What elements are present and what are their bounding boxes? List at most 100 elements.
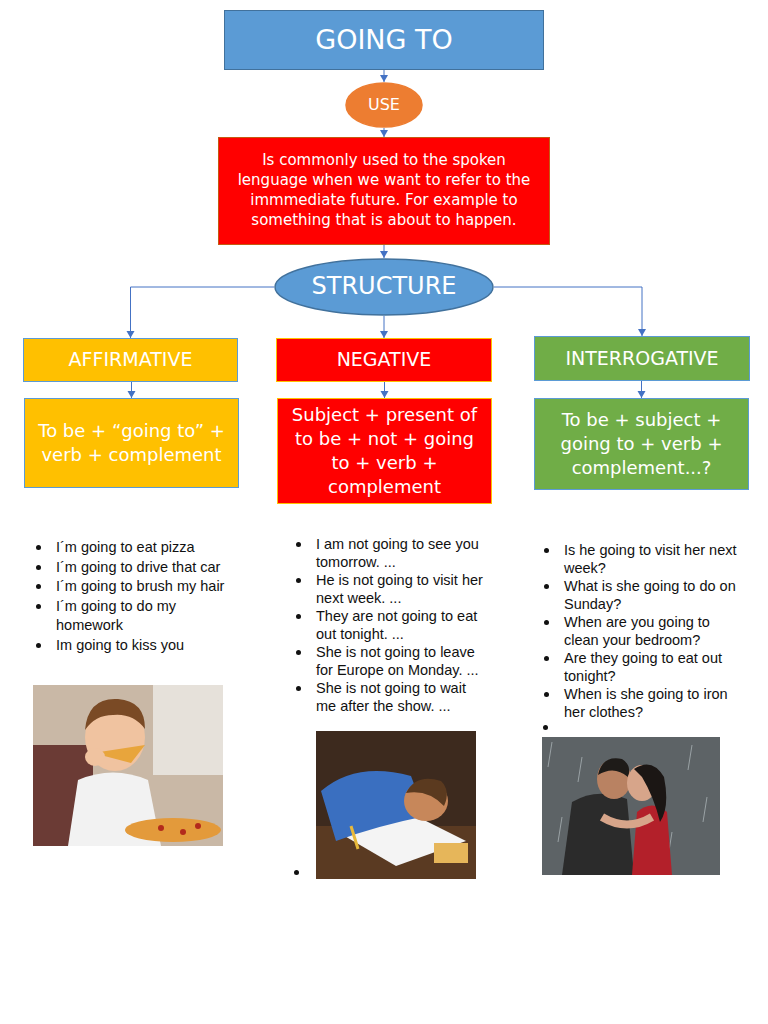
connector-line	[131, 382, 132, 398]
example-sentence: I´m going to brush my hair	[35, 577, 230, 597]
example-sentence: Are they going to eat out tonight?	[543, 649, 743, 685]
connector-arrow	[127, 287, 275, 338]
example-list: I am not going to see you tomorrow. ...H…	[295, 535, 485, 715]
connector-arrow	[494, 287, 646, 336]
example-sentence: She is not going to leave for Europe on …	[295, 643, 485, 679]
node-text: INTERROGATIVE	[565, 346, 718, 371]
photo-background	[542, 737, 720, 875]
use-ellipse: USE	[345, 82, 423, 128]
example-sentence: I am not going to see you tomorrow. ...	[295, 535, 485, 571]
kiss-photo	[542, 737, 720, 875]
photo-background	[33, 685, 223, 846]
arrow-head	[380, 251, 388, 258]
example-sentence: Im going to kiss you	[35, 636, 230, 656]
pizza-photo	[33, 685, 223, 846]
example-sentence: I´m going to drive that car	[35, 558, 230, 578]
heading-box: INTERROGATIVE	[534, 336, 750, 381]
node-text: STRUCTURE	[312, 271, 457, 303]
folder	[434, 843, 468, 863]
connector-line	[384, 70, 385, 82]
node-text: To be + “going to” + verb + complement	[35, 419, 228, 467]
connector-arrow	[381, 382, 389, 398]
connector-line	[384, 316, 385, 338]
title-box: GOING TO	[224, 10, 544, 70]
woman-dress	[632, 806, 672, 876]
connector-line	[384, 128, 385, 137]
example-sentence: She is not going to wait me after the sh…	[295, 679, 485, 715]
node-text: Subject + present of to be + not + going…	[288, 403, 481, 499]
man-body	[562, 794, 634, 875]
example-sentence: Is he going to visit her next week?	[543, 541, 743, 577]
hand	[85, 748, 105, 766]
example-sentence: When are you going to clean your bedroom…	[543, 613, 743, 649]
arrow-head	[380, 130, 388, 137]
man-hair	[598, 758, 629, 777]
connector-line	[384, 245, 385, 258]
heading-box: NEGATIVE	[276, 338, 492, 382]
example-sentence: He is not going to visit her next week. …	[295, 571, 485, 607]
pizza	[125, 818, 221, 842]
example-sentence: When is she going to iron her clothes?	[543, 685, 743, 721]
text-group: To be + “going to” + verb + complement	[25, 415, 238, 471]
hair	[406, 779, 447, 806]
ellipse-shape	[275, 259, 493, 315]
arrow-head	[381, 391, 389, 398]
example-sentence: They are not going to eat out tonight. .…	[295, 607, 485, 643]
pencil	[351, 826, 358, 849]
connector-line	[494, 287, 642, 336]
structure-box: Subject + present of to be + not + going…	[277, 398, 492, 504]
heading-box: AFFIRMATIVE	[23, 338, 238, 382]
node-text: To be + subject + going to + verb + comp…	[545, 408, 738, 480]
node-text: GOING TO	[315, 22, 453, 58]
connector-arrow	[380, 245, 388, 258]
text-group: INTERROGATIVE	[555, 342, 728, 375]
node-text: NEGATIVE	[337, 347, 432, 372]
node-text: AFFIRMATIVE	[69, 347, 193, 372]
woman-hair	[634, 765, 666, 823]
homework-photo	[316, 731, 476, 879]
text-group: Subject + present of to be + not + going…	[278, 399, 491, 503]
structure-ellipse: STRUCTURE	[274, 258, 494, 316]
text-group: GOING TO	[305, 18, 463, 62]
node-text: USE	[368, 94, 400, 115]
arrow-head	[380, 331, 388, 338]
hair	[85, 699, 145, 730]
example-sentence: What is she going to do on Sunday?	[543, 577, 743, 613]
text-group: STRUCTURE	[302, 267, 467, 307]
text-group: AFFIRMATIVE	[59, 343, 203, 376]
topping	[195, 823, 201, 829]
topping	[158, 825, 164, 831]
connector-arrow	[128, 382, 136, 398]
text-group: USE	[358, 90, 410, 119]
example-sentence: I´m going to eat pizza	[35, 538, 230, 558]
text-group: Is commonly used to the spoken lenguage …	[219, 147, 549, 235]
description-box: Is commonly used to the spoken lenguage …	[218, 137, 550, 245]
node-text: Is commonly used to the spoken lenguage …	[229, 151, 539, 231]
structure-box: To be + “going to” + verb + complement	[24, 398, 239, 488]
empty-bullet	[543, 725, 548, 730]
connector-line	[131, 287, 275, 338]
connector-line	[641, 381, 642, 398]
arrow-head	[128, 391, 136, 398]
connector-arrow	[380, 316, 388, 338]
connector-arrow	[380, 70, 388, 82]
arrow-head	[380, 75, 388, 82]
arrow-head	[638, 391, 646, 398]
connector-arrow	[380, 128, 388, 137]
structure-box: To be + subject + going to + verb + comp…	[534, 398, 749, 490]
connector-line	[384, 382, 385, 398]
arrow-head	[638, 329, 646, 336]
connector-arrow	[638, 381, 646, 398]
text-group: To be + subject + going to + verb + comp…	[535, 404, 748, 484]
text-group: NEGATIVE	[327, 343, 442, 376]
empty-bullet	[294, 870, 299, 875]
example-sentence: I´m going to do my homework	[35, 597, 230, 636]
photo-background	[316, 731, 476, 879]
example-list: Is he going to visit her next week?What …	[543, 541, 743, 721]
man-head	[597, 759, 631, 799]
arm	[602, 817, 652, 825]
ellipse-shape	[346, 83, 422, 127]
window	[153, 685, 223, 775]
example-list: I´m going to eat pizzaI´m going to drive…	[35, 538, 230, 655]
arrow-head	[127, 331, 135, 338]
